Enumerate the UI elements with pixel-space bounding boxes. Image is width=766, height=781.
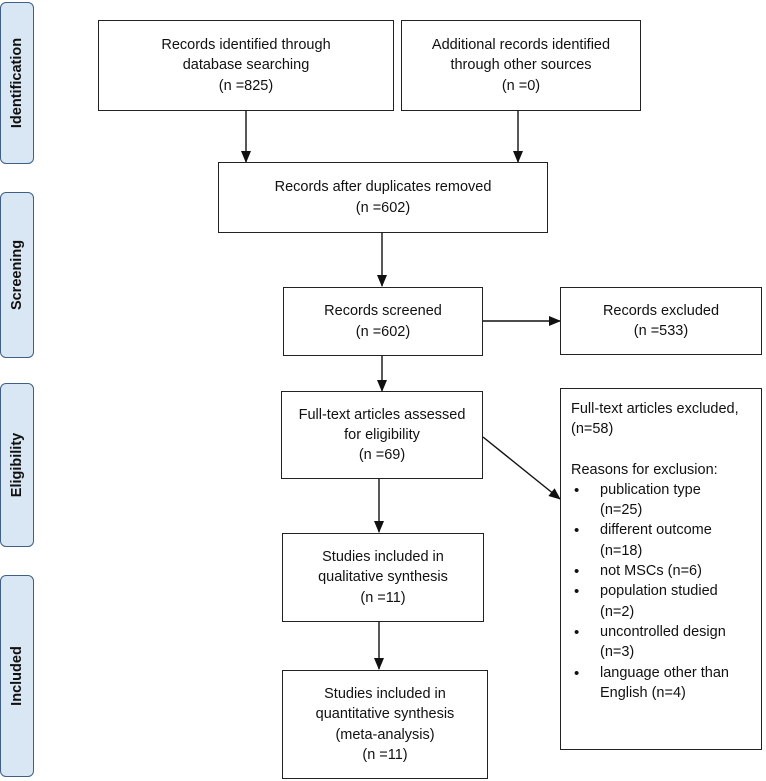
- box-line: Full-text articles assessed: [298, 406, 466, 423]
- reason-item: different outcome (n=18): [571, 520, 751, 561]
- reason-text: not MSCs (n=6): [600, 563, 702, 580]
- excluded-heading: Full-text articles excluded,: [571, 401, 739, 417]
- phase-screening: Screening: [0, 192, 34, 358]
- reason-text: publication type: [600, 481, 701, 498]
- reason-text: population studied: [600, 583, 718, 600]
- box-line: Records excluded: [602, 302, 720, 319]
- phase-identification: Identification: [0, 2, 34, 164]
- reason-text: uncontrolled design: [600, 623, 726, 640]
- box-line: (n =602): [355, 323, 411, 340]
- reason-text: language other than: [600, 664, 729, 681]
- box-line: (n =11): [362, 746, 408, 763]
- box-line: qualitative synthesis: [318, 569, 448, 586]
- reason-text: (n=3): [600, 644, 635, 661]
- box-line: (n =11): [360, 589, 406, 606]
- reason-item: publication type (n=25): [571, 480, 751, 521]
- box-line: (n =825): [218, 77, 274, 94]
- box-line: (n =69): [358, 447, 406, 464]
- reason-text: different outcome: [600, 522, 712, 539]
- reason-text: (n=2): [600, 603, 635, 620]
- box-line: (meta-analysis): [335, 726, 435, 743]
- reason-text: English (n=4): [600, 684, 686, 701]
- records-screened-box: Records screened (n =602): [283, 287, 483, 356]
- full-text-assessed-box: Full-text articles assessed for eligibil…: [281, 391, 483, 479]
- records-excluded-box: Records excluded (n =533): [560, 287, 762, 355]
- arrow-full-text-to-excluded: [482, 436, 561, 500]
- box-line: Studies included in: [324, 685, 446, 702]
- box-line: database searching: [182, 57, 310, 74]
- reason-item: population studied (n=2): [571, 581, 751, 622]
- box-line: for eligibility: [344, 426, 420, 443]
- box-line: Records after duplicates removed: [274, 179, 492, 196]
- full-text-excluded-box: Full-text articles excluded, (n=58) Reas…: [560, 388, 762, 750]
- box-line: (n =602): [355, 199, 411, 216]
- reasons-list: publication type (n=25) different outcom…: [571, 480, 751, 703]
- box-line: (n =0): [501, 77, 541, 94]
- reason-item: uncontrolled design (n=3): [571, 622, 751, 663]
- box-line: quantitative synthesis: [315, 706, 455, 723]
- box-line: Records screened: [324, 303, 442, 320]
- reason-text: (n=18): [600, 542, 643, 559]
- box-line: (n =533): [633, 323, 689, 339]
- records-database-box: Records identified through database sear…: [98, 20, 394, 111]
- excluded-count: (n=58): [571, 421, 614, 438]
- records-duplicates-removed-box: Records after duplicates removed (n =602…: [218, 162, 548, 233]
- reason-item: not MSCs (n=6): [571, 561, 751, 582]
- box-line: Records identified through: [161, 37, 331, 54]
- reason-text: (n=25): [600, 502, 643, 519]
- qualitative-synthesis-box: Studies included in qualitative synthesi…: [282, 533, 484, 622]
- phase-eligibility: Eligibility: [0, 383, 34, 547]
- box-line: Studies included in: [322, 549, 444, 566]
- reasons-title: Reasons for exclusion:: [571, 461, 718, 478]
- phase-included: Included: [0, 575, 34, 777]
- box-line: Additional records identified: [431, 37, 611, 54]
- quantitative-synthesis-box: Studies included in quantitative synthes…: [282, 670, 488, 779]
- reason-item: language other than English (n=4): [571, 663, 751, 704]
- box-line: through other sources: [450, 57, 592, 74]
- records-other-sources-box: Additional records identified through ot…: [401, 20, 641, 111]
